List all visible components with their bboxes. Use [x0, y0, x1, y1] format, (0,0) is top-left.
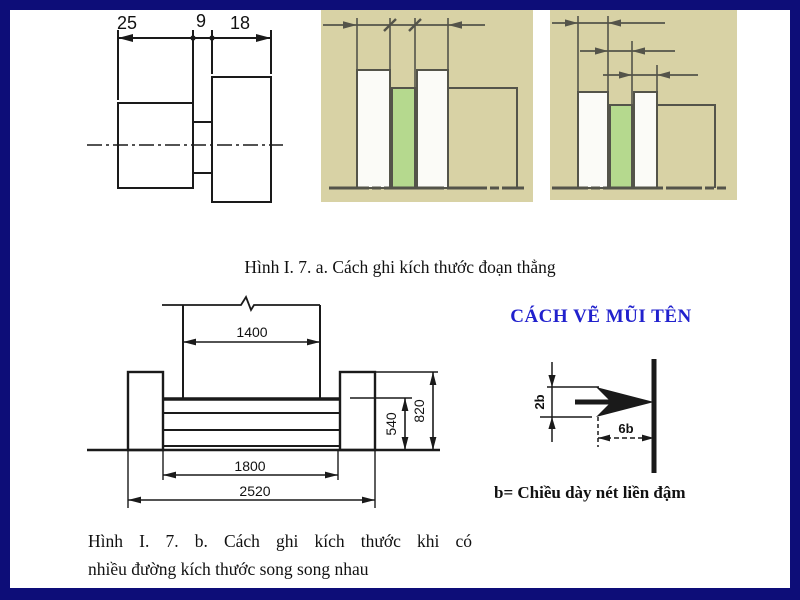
- dimension-arrows-example-2: [550, 8, 737, 200]
- dim-label-2520: 2520: [239, 483, 270, 499]
- dim-label-6b: 6b: [618, 421, 633, 436]
- dimension-arrowheads: [118, 34, 271, 42]
- dim-label-1800: 1800: [234, 458, 265, 474]
- dim-label-540: 540: [383, 412, 399, 436]
- panel1-geometry: [323, 18, 524, 190]
- shaft-dimension-drawing: 25 9 18: [87, 11, 283, 203]
- dim-label-1400: 1400: [236, 324, 267, 340]
- dim-label-9: 9: [196, 11, 206, 31]
- dim-label-18: 18: [230, 13, 250, 33]
- arrow-guide-note: b= Chiều dày nét liền đậm: [494, 483, 686, 502]
- panel2-geometry: [552, 16, 726, 190]
- figure-a-caption: Hình I. 7. a. Cách ghi kích thước đoạn t…: [244, 257, 556, 277]
- dim-label-2b: 2b: [532, 394, 547, 409]
- solid-arrowhead: [596, 387, 654, 417]
- parallel-dimensions-drawing: 1400 1800 2520 540 820: [87, 295, 440, 508]
- figure-b-caption-line1: Hình I. 7. b. Cách ghi kích thước khi có: [88, 531, 472, 551]
- dimension-arrows-example-1: [321, 8, 533, 202]
- arrow-diagram-arrowheads: [548, 375, 654, 442]
- shaft-geometry: [87, 30, 283, 203]
- figure-b-caption-line2: nhiều đường kích thước song song nhau: [88, 559, 369, 579]
- arrow-guide-title: CÁCH VẼ MŨI TÊN: [510, 306, 692, 327]
- figure-b-caption: Hình I. 7. b. Cách ghi kích thước khi có…: [88, 527, 472, 583]
- panel1-arrowheads: [343, 21, 462, 29]
- dim-label-25: 25: [117, 13, 137, 33]
- arrowhead-construction-diagram: 2b 6b: [532, 359, 657, 473]
- dim-label-820: 820: [411, 399, 427, 423]
- panel2-arrowheads: [565, 19, 670, 79]
- bench-arrowheads: [128, 338, 437, 504]
